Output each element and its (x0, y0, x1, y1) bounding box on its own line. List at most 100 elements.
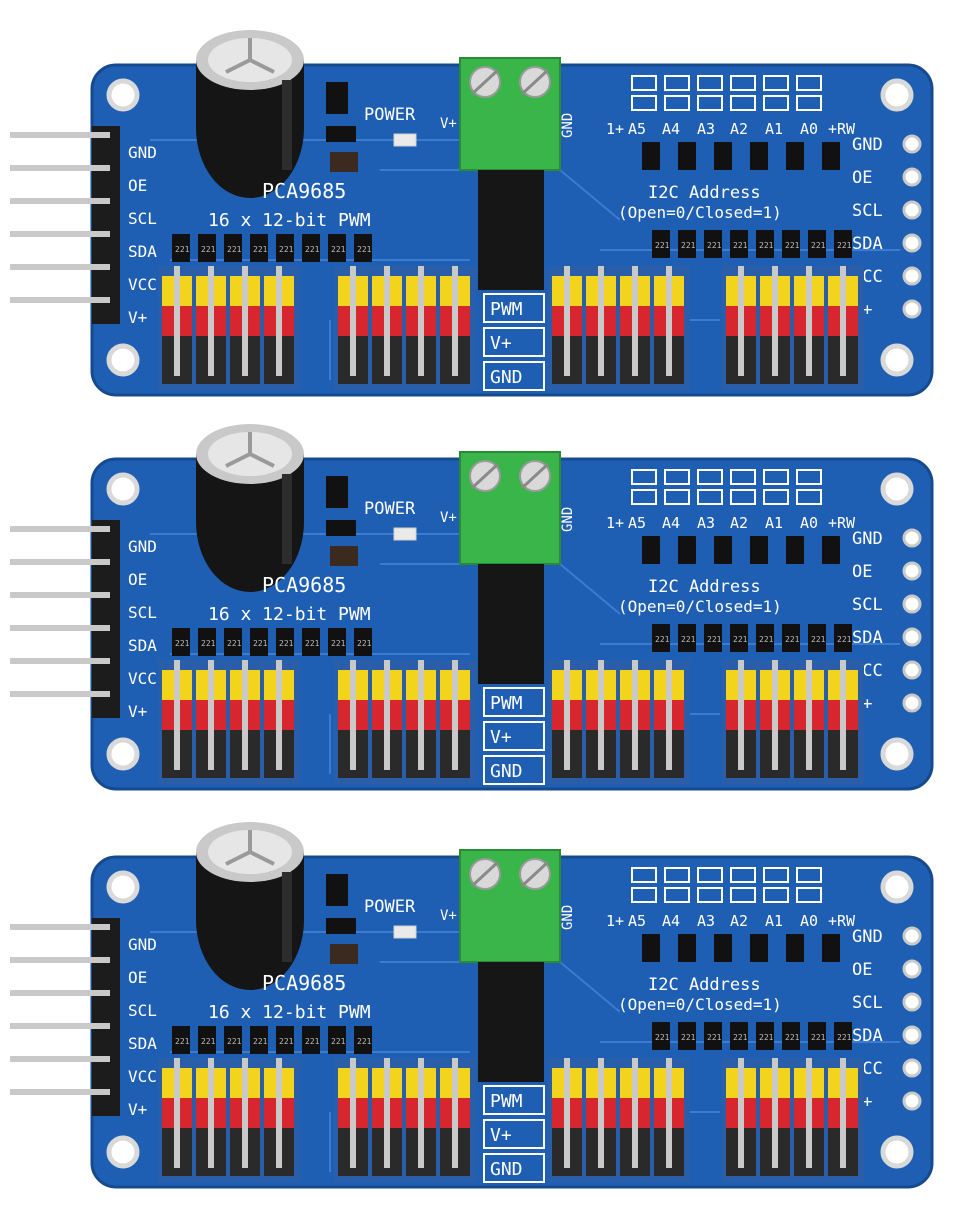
right-pin-label: SDA (852, 234, 883, 254)
header-pin (10, 1089, 110, 1095)
mounting-hole (880, 870, 914, 904)
smd-resistor (808, 230, 826, 258)
address-pin-label: A0 (800, 514, 818, 532)
address-pin-label: A4 (662, 912, 680, 930)
jumper-pad (763, 867, 789, 883)
header-pin (738, 266, 744, 376)
resistor-code: 221 (707, 635, 722, 644)
header-pin (598, 660, 604, 770)
header-pin (840, 266, 846, 376)
pin-hole (902, 134, 922, 154)
jumper-pad (763, 469, 789, 485)
resistor-code: 221 (175, 1037, 190, 1046)
address-pin-label: A5 (628, 120, 646, 138)
address-resistor (678, 536, 696, 564)
header-pin (10, 132, 110, 138)
resistor-code: 221 (759, 635, 774, 644)
jumper-pad (730, 469, 756, 485)
jumper-pad (664, 75, 690, 91)
right-pin-label: OE (852, 960, 872, 980)
vplus-label-top: V+ (440, 510, 457, 526)
pin-hole (902, 992, 922, 1012)
header-pin (242, 660, 248, 770)
address-title: I2C Address (648, 183, 761, 203)
jumper-pad (697, 75, 723, 91)
address-resistor (750, 934, 768, 962)
resistor-code: 221 (305, 245, 320, 254)
address-resistor (642, 536, 660, 564)
smd-resistor (302, 234, 320, 262)
address-pin-label: 1+ (606, 514, 624, 532)
jumper-pad (664, 887, 690, 903)
mounting-hole (880, 737, 914, 771)
smd-resistor (250, 1026, 268, 1054)
resistor-smd (326, 918, 356, 934)
header-pin (174, 1058, 180, 1168)
address-pin-label: +RW (828, 912, 856, 930)
mounting-hole (106, 1135, 140, 1169)
jumper-pad (631, 75, 657, 91)
header-pin (418, 660, 424, 770)
resistor-code: 221 (305, 1037, 320, 1046)
header-pin (10, 264, 110, 270)
header-pin (10, 165, 110, 171)
pca9685-board-2: POWER V+ GND PCA9685 16 x 12-bit PWM 1+A… (0, 414, 954, 814)
resistor-code: 221 (253, 639, 268, 648)
label-box (483, 755, 545, 785)
address-pin-label: A2 (730, 120, 748, 138)
left-header (10, 918, 120, 1116)
left-pin-label: OE (128, 968, 147, 987)
mounting-hole (106, 737, 140, 771)
power-led (393, 925, 417, 939)
address-jumpers (631, 469, 840, 564)
header-pin (666, 1058, 672, 1168)
servo-row-label: GND (490, 1159, 523, 1180)
jumper-pad (763, 887, 789, 903)
board-svg: POWER V+ GND PCA9685 16 x 12-bit PWM 1+A… (10, 30, 934, 397)
smd-resistor (172, 1026, 190, 1054)
smd-resistor (756, 624, 774, 652)
header-pin (276, 266, 282, 376)
pin-hole (902, 299, 922, 319)
smd-resistor (328, 234, 346, 262)
smd-resistor (730, 1022, 748, 1050)
label-box (483, 1153, 545, 1183)
header-pin (806, 266, 812, 376)
chip-subtitle: 16 x 12-bit PWM (208, 604, 371, 625)
header-pin (452, 266, 458, 376)
mounting-hole (880, 1135, 914, 1169)
chip-label: PCA9685 (262, 573, 346, 597)
address-note: (Open=0/Closed=1) (618, 995, 782, 1014)
address-resistor (678, 142, 696, 170)
smd-resistor (782, 230, 800, 258)
header-pin (598, 1058, 604, 1168)
smd-resistor (652, 230, 670, 258)
left-pin-label: SDA (128, 636, 157, 655)
resistor-code: 221 (279, 245, 294, 254)
resistor-code: 221 (707, 1033, 722, 1042)
smd-resistor (782, 1022, 800, 1050)
header-pin (10, 526, 110, 532)
resistor-smd (326, 126, 356, 142)
chip-subtitle: 16 x 12-bit PWM (208, 210, 371, 231)
resistor-code: 221 (811, 635, 826, 644)
label-box (483, 687, 545, 717)
header-pin (10, 691, 110, 697)
left-pin-label: V+ (128, 308, 147, 327)
capacitor (196, 822, 304, 990)
jumper-pad (631, 887, 657, 903)
chip-label: PCA9685 (262, 971, 346, 995)
right-pin-label: SDA (852, 628, 883, 648)
header-pin (242, 1058, 248, 1168)
transistor (326, 476, 348, 508)
jumper-pad (697, 95, 723, 111)
header-pin (174, 266, 180, 376)
label-box (483, 1119, 545, 1149)
address-resistor (786, 934, 804, 962)
smd-resistor (276, 1026, 294, 1054)
diode (330, 944, 358, 964)
board-svg: POWER V+ GND PCA9685 16 x 12-bit PWM 1+A… (10, 822, 934, 1189)
